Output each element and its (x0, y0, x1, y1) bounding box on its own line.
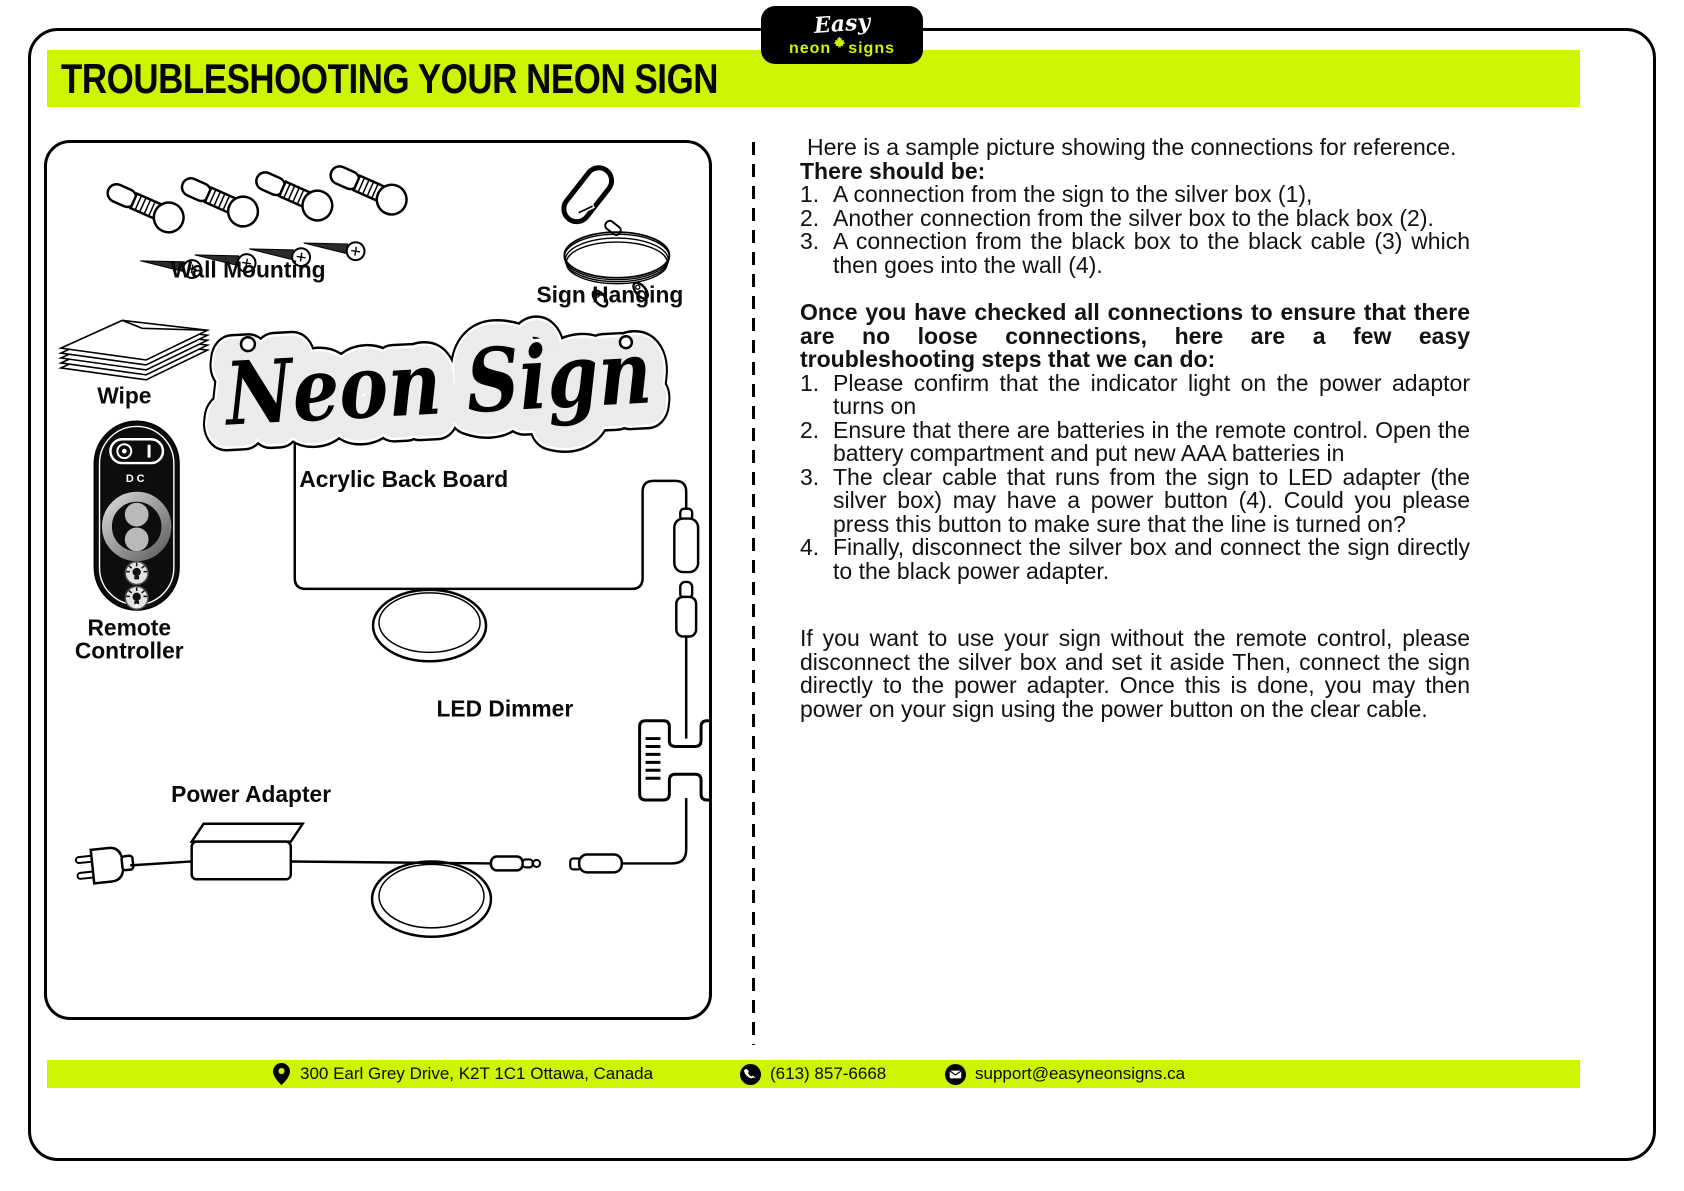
sign-hanging-illustration (561, 165, 671, 311)
wipe-label: Wipe (97, 383, 151, 409)
acrylic-back-board-label: Acrylic Back Board (299, 466, 508, 492)
intro-paragraph: Here is a sample picture showing the con… (807, 134, 1457, 160)
led-dimmer-illustration (638, 719, 709, 802)
footer-address: 300 Earl Grey Drive, K2T 1C1 Ottawa, Can… (272, 1060, 653, 1088)
diagram-art: Wall Mounting Sign Hanging (58, 157, 709, 939)
footer-bar: 300 Earl Grey Drive, K2T 1C1 Ottawa, Can… (47, 1060, 1580, 1088)
list-item: Another connection from the silver box t… (800, 204, 1434, 231)
list-item: Finally, disconnect the silver box and c… (800, 534, 1470, 584)
connection-list: A connection from the sign to the silver… (800, 181, 1470, 278)
diagram-panel: Wall Mounting Sign Hanging (44, 140, 712, 1020)
brand-logo: Easy neon signs (761, 6, 923, 64)
neon-sign-board: Neon Sign Neon Sign Neon Sign Neon Sign (194, 294, 681, 473)
dimmer-cable (621, 798, 688, 865)
mounting-hole (239, 335, 257, 353)
list-item: Ensure that there are batteries in the r… (800, 416, 1470, 466)
dashed-divider (752, 142, 755, 1045)
wipe-illustration (58, 319, 211, 381)
remote-controller-label-2: Controller (75, 637, 184, 663)
power-adapter-label: Power Adapter (171, 781, 331, 807)
remote-controller-label-1: Remote (87, 614, 171, 640)
spacer (800, 583, 1470, 627)
maple-leaf-icon (833, 36, 846, 49)
list-item: The clear cable that runs from the sign … (800, 463, 1470, 537)
spacer (800, 277, 1470, 301)
remote-dc-label: DC (126, 473, 148, 485)
list1-title: There should be: (800, 157, 986, 184)
power-adapter-illustration (74, 822, 624, 939)
cable-connectors (673, 507, 700, 739)
instructions-column: Here is a sample picture showing the con… (800, 134, 1470, 722)
brand-word-neon: neon (788, 40, 832, 57)
footer-email-text: support@easyneonsigns.ca (975, 1064, 1186, 1083)
brightness-up-button (124, 560, 149, 586)
footer-phone: (613) 857-6668 (740, 1060, 886, 1088)
mounting-hole (618, 335, 634, 350)
sign-hanging-label: Sign Hanging (536, 282, 683, 308)
svg-text:Neon Sign: Neon Sign (221, 320, 654, 445)
page-title: TROUBLESHOOTING YOUR NEON SIGN (61, 54, 719, 102)
map-pin-icon (273, 1063, 290, 1085)
brand-top: Easy (813, 9, 871, 39)
clear-cable (293, 437, 688, 663)
outro-paragraph: If you want to use your sign without the… (800, 625, 1470, 722)
footer-address-text: 300 Earl Grey Drive, K2T 1C1 Ottawa, Can… (300, 1064, 654, 1083)
remote-controller-illustration: DC (93, 420, 180, 611)
list2-title: Once you have checked all connections to… (800, 299, 1470, 372)
brand-word-signs: signs (848, 40, 895, 57)
list-item: Please confirm that the indicator light … (800, 369, 1470, 419)
list-item: A connection from the black box to the b… (800, 228, 1470, 278)
brand-bottom: neon signs (789, 36, 895, 57)
troubleshooting-list: Please confirm that the indicator light … (800, 369, 1470, 584)
list-item: A connection from the sign to the silver… (800, 181, 1313, 207)
remote-dial (102, 491, 172, 562)
wall-mounting-label: Wall Mounting (171, 257, 326, 283)
remote-power-toggle (109, 438, 165, 465)
footer-phone-text: (613) 857-6668 (770, 1064, 887, 1083)
envelope-icon (945, 1063, 966, 1085)
phone-icon (740, 1063, 761, 1085)
led-dimmer-label: LED Dimmer (436, 696, 573, 722)
footer-email: support@easyneonsigns.ca (945, 1060, 1185, 1088)
